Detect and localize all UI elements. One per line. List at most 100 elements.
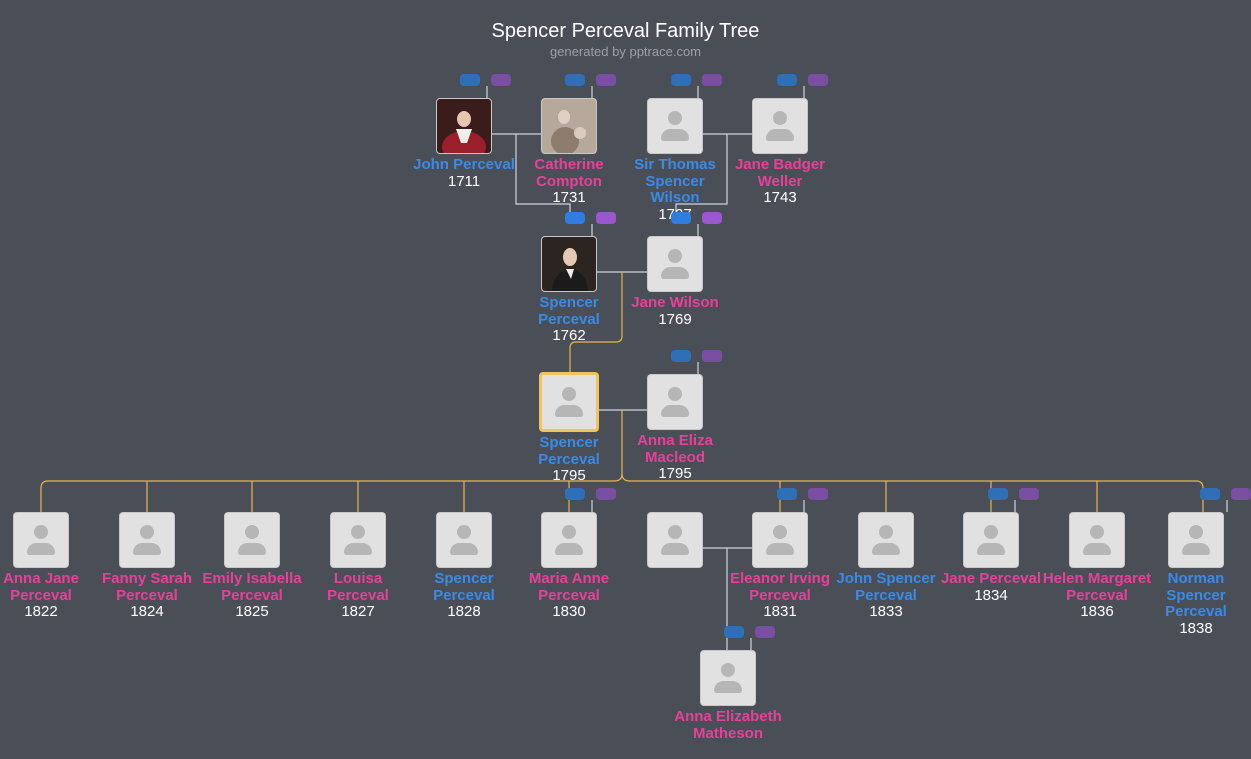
person-birth-year: 1824 (130, 603, 164, 620)
person-name: Anna Eliza Macleod (637, 432, 713, 466)
person-card-emily-isabella-perceval[interactable]: Emily Isabella Perceval 1825 (197, 512, 307, 621)
expand-children-toggle[interactable] (702, 212, 722, 224)
expand-parents-toggle[interactable] (777, 488, 797, 500)
person-birth-year: 1834 (974, 586, 1008, 604)
expand-parents-toggle[interactable] (671, 74, 691, 86)
expand-children-toggle[interactable] (596, 488, 616, 500)
person-name: Jane Perceval (940, 570, 1042, 587)
person-silhouette-icon[interactable] (752, 512, 808, 568)
expand-parents-toggle[interactable] (1200, 488, 1220, 500)
person-card-fanny-sarah-perceval[interactable]: Fanny Sarah Perceval 1824 (92, 512, 202, 621)
person-silhouette-icon[interactable] (752, 98, 808, 154)
expand-parents-toggle[interactable] (565, 74, 585, 86)
person-card-spencer-perceval-1762[interactable]: Spencer Perceval 1762 (514, 236, 624, 345)
person-silhouette-icon[interactable] (647, 98, 703, 154)
person-card-eleanor-spouse[interactable] (620, 512, 730, 568)
person-silhouette-icon[interactable] (647, 236, 703, 292)
portrait-photo[interactable] (541, 236, 597, 292)
person-name: Anna Jane Perceval (3, 570, 79, 604)
expand-parents-toggle[interactable] (777, 74, 797, 86)
person-silhouette-icon[interactable] (539, 372, 599, 432)
descent-line-selected (569, 272, 623, 372)
person-card-catherine-compton[interactable]: Catherine Compton 1731 (514, 98, 624, 207)
person-name: Helen Margaret Perceval (1042, 570, 1152, 604)
person-card-norman-spencer-perceval[interactable]: Norman Spencer Perceval 1838 (1141, 512, 1251, 637)
expand-children-toggle[interactable] (1231, 488, 1251, 500)
person-card-anna-elizabeth-matheson[interactable]: Anna Elizabeth Matheson (673, 650, 783, 742)
expand-children-toggle[interactable] (491, 74, 511, 86)
person-name: Eleanor Irving Perceval (729, 570, 831, 604)
person-silhouette-icon[interactable] (647, 512, 703, 568)
person-name: Norman Spencer Perceval (1165, 570, 1227, 620)
expand-children-toggle[interactable] (596, 74, 616, 86)
expand-children-toggle[interactable] (702, 74, 722, 86)
person-name: Jane Badger Weller (734, 156, 826, 190)
person-card-helen-margaret-perceval[interactable]: Helen Margaret Perceval 1836 (1042, 512, 1152, 621)
person-name: Jane Wilson (631, 294, 719, 311)
expand-toggle-pair[interactable] (0, 626, 1251, 638)
person-card-john-perceval-1711[interactable]: John Perceval 1711 (409, 98, 519, 190)
person-name: Anna Elizabeth Matheson (674, 708, 782, 742)
person-card-anna-jane-perceval[interactable]: Anna Jane Perceval 1822 (0, 512, 96, 621)
person-card-louisa-perceval[interactable]: Louisa Perceval 1827 (303, 512, 413, 621)
portrait-photo[interactable] (541, 98, 597, 154)
person-card-john-spencer-perceval[interactable]: John Spencer Perceval 1833 (831, 512, 941, 621)
expand-parents-toggle[interactable] (671, 350, 691, 362)
expand-parents-toggle[interactable] (671, 212, 691, 224)
person-name: Sir Thomas Spencer Wilson (634, 156, 716, 206)
person-silhouette-icon[interactable] (1168, 512, 1224, 568)
person-silhouette-icon[interactable] (13, 512, 69, 568)
person-name: John Perceval (413, 156, 515, 173)
expand-toggle-pair[interactable] (0, 212, 1251, 224)
person-silhouette-icon[interactable] (330, 512, 386, 568)
person-silhouette-icon[interactable] (700, 650, 756, 706)
person-name: Fanny Sarah Perceval (101, 570, 193, 604)
person-name: Maria Anne Perceval (528, 570, 610, 604)
expand-parents-toggle[interactable] (565, 488, 585, 500)
page-subtitle: generated by pptrace.com (549, 44, 702, 59)
expand-parents-toggle[interactable] (988, 488, 1008, 500)
person-birth-year: 1836 (1080, 603, 1114, 620)
children-bus (621, 473, 1204, 512)
person-card-maria-anne-perceval[interactable]: Maria Anne Perceval 1830 (514, 512, 624, 621)
page-title: Spencer Perceval Family Tree (491, 20, 760, 42)
expand-parents-toggle[interactable] (724, 626, 744, 638)
person-card-jane-wilson[interactable]: Jane Wilson 1769 (620, 236, 730, 328)
person-card-spencer-perceval-1795-selected[interactable]: Spencer Perceval 1795 (514, 372, 624, 485)
expand-children-toggle[interactable] (755, 626, 775, 638)
expand-toggle-pair[interactable] (0, 350, 1251, 362)
person-silhouette-icon[interactable] (224, 512, 280, 568)
person-card-sir-thomas-spencer-wilson[interactable]: Sir Thomas Spencer Wilson 1727 (620, 98, 730, 223)
person-birth-year: 1731 (552, 189, 586, 206)
person-silhouette-icon[interactable] (1069, 512, 1125, 568)
person-card-jane-perceval[interactable]: Jane Perceval 1834 (936, 512, 1046, 604)
expand-toggle-pair[interactable] (0, 488, 1251, 500)
expand-children-toggle[interactable] (702, 350, 722, 362)
person-silhouette-icon[interactable] (119, 512, 175, 568)
person-card-eleanor-irving-perceval[interactable]: Eleanor Irving Perceval 1831 (725, 512, 835, 621)
person-birth-year: 1795 (552, 467, 586, 484)
portrait-image (542, 237, 596, 291)
person-birth-year: 1822 (24, 603, 58, 620)
person-card-anna-eliza-macleod[interactable]: Anna Eliza Macleod 1795 (620, 374, 730, 483)
portrait-image (437, 99, 491, 153)
person-card-spencer-perceval-1828[interactable]: Spencer Perceval 1828 (409, 512, 519, 621)
person-birth-year: 1833 (869, 603, 903, 620)
person-name: Emily Isabella Perceval (202, 570, 302, 604)
expand-parents-toggle[interactable] (565, 212, 585, 224)
person-silhouette-icon[interactable] (963, 512, 1019, 568)
portrait-photo[interactable] (436, 98, 492, 154)
person-birth-year: 1825 (235, 603, 269, 620)
expand-parents-toggle[interactable] (460, 74, 480, 86)
person-silhouette-icon[interactable] (647, 374, 703, 430)
person-silhouette-icon[interactable] (858, 512, 914, 568)
person-silhouette-icon[interactable] (436, 512, 492, 568)
expand-children-toggle[interactable] (596, 212, 616, 224)
expand-children-toggle[interactable] (1019, 488, 1039, 500)
expand-children-toggle[interactable] (808, 74, 828, 86)
person-card-jane-badger-weller[interactable]: Jane Badger Weller 1743 (725, 98, 835, 207)
person-silhouette-icon[interactable] (541, 512, 597, 568)
expand-children-toggle[interactable] (808, 488, 828, 500)
expand-toggle-pair[interactable] (0, 74, 1251, 86)
